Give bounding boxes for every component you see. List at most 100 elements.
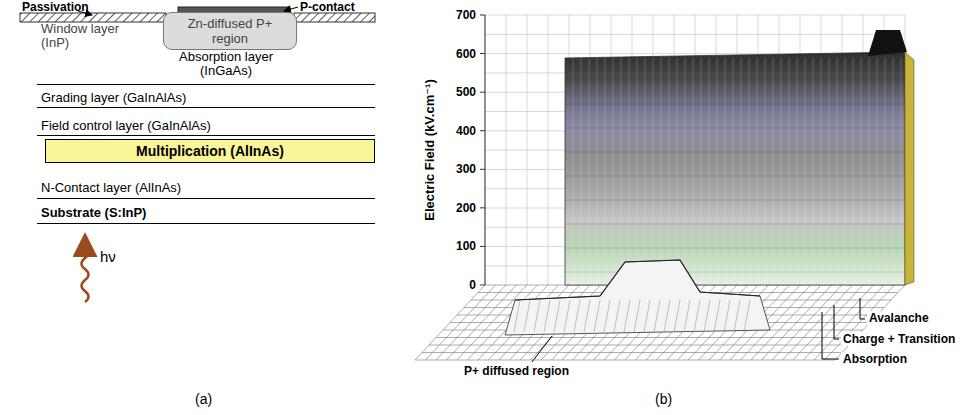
avalanche-ridge <box>565 30 914 285</box>
grid-line <box>685 58 686 285</box>
panel-label: (a) <box>195 392 212 406</box>
grid-line <box>645 58 646 285</box>
grid-line <box>480 53 485 54</box>
callout-label: P+ diffused region <box>462 364 571 378</box>
tick-label: 700 <box>456 8 476 22</box>
grid-line <box>624 300 630 332</box>
panel-label: (b) <box>655 392 672 406</box>
grid-line <box>637 58 638 285</box>
layer-label: Window layer (InP) <box>41 22 141 50</box>
grid-line <box>714 300 720 332</box>
layer-label: Multiplication (AlInAs) <box>136 143 284 159</box>
grid-line <box>422 352 842 353</box>
grid-line <box>480 130 485 131</box>
grid-line <box>554 300 560 332</box>
grid-line <box>594 300 600 332</box>
layer-band: N-Contact layer (AlInAs) <box>37 163 375 199</box>
region-label: Avalanche <box>867 311 931 325</box>
grid-line <box>701 58 702 285</box>
grid-line <box>669 58 670 285</box>
grid-line <box>837 58 838 285</box>
grid-line <box>597 58 598 285</box>
grid-line <box>634 300 640 332</box>
back-wall-grid <box>485 15 905 285</box>
grid-line <box>829 58 830 285</box>
tick-label: 0 <box>469 278 476 292</box>
diffused-region: Zn-diffused P+ region <box>163 12 297 50</box>
grid-line <box>741 58 742 285</box>
grid-line <box>565 152 905 153</box>
layer-label: Zn-diffused P+ region <box>175 16 285 46</box>
grid-line <box>621 58 622 285</box>
grid-line <box>544 300 550 332</box>
grid-line <box>485 15 486 285</box>
grid-line <box>565 224 905 225</box>
grid-line <box>485 34 905 35</box>
grid-line <box>429 345 849 346</box>
grid-line <box>614 300 620 332</box>
grid-line <box>797 58 798 285</box>
grid-line <box>661 58 662 285</box>
tick-label: 500 <box>456 85 476 99</box>
callout-label: Passivation <box>22 0 89 14</box>
layer-band: Multiplication (AlInAs) <box>45 139 375 163</box>
grid-line <box>773 58 774 285</box>
region-label: Charge + Transition <box>841 332 957 346</box>
grid-line <box>664 300 670 332</box>
grid-line <box>574 300 580 332</box>
grid-line <box>573 58 574 285</box>
grid-line <box>644 300 650 332</box>
grid-line <box>565 272 905 273</box>
grid-line <box>605 58 606 285</box>
layer-label: Field control layer (GaInAlAs) <box>41 118 211 133</box>
grid-line <box>629 58 630 285</box>
layer-band: Field control layer (GaInAlAs) <box>37 108 375 136</box>
callout-label: P-contact <box>300 0 355 14</box>
tick-label: 600 <box>456 47 476 61</box>
grid-line <box>485 15 905 16</box>
tick-label: 300 <box>456 162 476 176</box>
grid-line <box>480 15 485 16</box>
layer-label: Substrate (S:InP) <box>41 205 146 220</box>
grid-line <box>613 58 614 285</box>
axis <box>480 15 485 285</box>
grid-line <box>514 300 520 332</box>
layer-label: Absorption layer (InGaAs) <box>166 50 286 84</box>
grid-line <box>845 58 846 285</box>
grid-line <box>654 300 660 332</box>
grid-line <box>480 246 485 247</box>
grid-line <box>436 337 856 338</box>
grid-line <box>565 176 905 177</box>
grid-line <box>725 58 726 285</box>
layer-label: N-Contact layer (AlInAs) <box>41 180 181 195</box>
grid-line <box>694 300 700 332</box>
layer-band: Grading layer (GaInAlAs) <box>37 80 375 108</box>
light-arrow <box>82 237 89 302</box>
grid-line <box>744 300 750 332</box>
grid-line <box>734 300 740 332</box>
grid-line <box>684 300 690 332</box>
grid-line <box>480 169 485 170</box>
axis-title: Electric Field (kV.cm⁻¹) <box>423 79 437 221</box>
grid-line <box>480 285 485 286</box>
grid-line <box>677 58 678 285</box>
grid-line <box>480 207 485 208</box>
leader-line <box>284 7 298 11</box>
photon-label: hν <box>100 250 116 264</box>
grid-line <box>861 58 862 285</box>
grid-line <box>733 58 734 285</box>
tick-label: 100 <box>456 239 476 253</box>
grid-line <box>893 58 894 285</box>
grid-line <box>584 300 590 332</box>
grid-line <box>674 300 680 332</box>
tick-label: 400 <box>456 124 476 138</box>
grid-line <box>717 58 718 285</box>
grid-line <box>813 58 814 285</box>
grid-line <box>565 248 905 249</box>
grid-line <box>581 58 582 285</box>
layer-band: Substrate (S:InP) <box>37 199 375 224</box>
grid-line <box>885 58 886 285</box>
grid-line <box>869 58 870 285</box>
grid-line <box>693 58 694 285</box>
grid-line <box>480 92 485 93</box>
